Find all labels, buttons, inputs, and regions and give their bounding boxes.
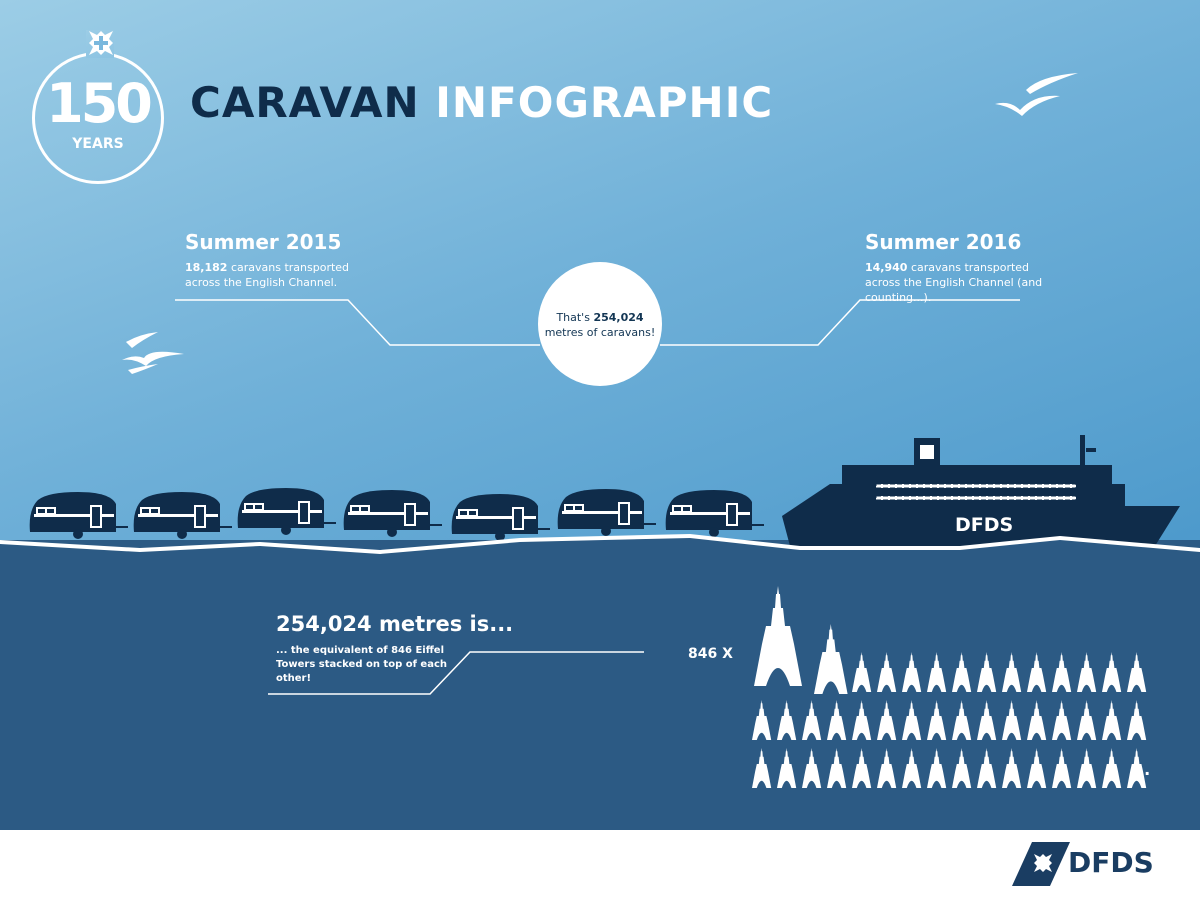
- summer-2016-count: 14,940: [865, 261, 908, 274]
- seagull-icon: [995, 73, 1078, 116]
- towers-ellipsis: ...: [1132, 760, 1151, 779]
- eiffel-tower-icon: [1027, 748, 1047, 788]
- badge-label: YEARS: [72, 136, 124, 152]
- summer-2016-text: 14,940 caravans transported across the E…: [865, 260, 1065, 305]
- eiffel-tower-icon: [902, 652, 922, 692]
- eiffel-tower-icon: [827, 748, 847, 788]
- eiffel-tower-icon: [902, 748, 922, 788]
- ship-icon: [782, 435, 1180, 546]
- caravan-icon: [451, 494, 550, 541]
- dfds-logo-icon: [1012, 842, 1070, 886]
- eiffel-tower-icon: [754, 586, 802, 686]
- sea-background: [0, 540, 1200, 830]
- eiffel-tower-icon: [777, 700, 797, 740]
- eiffel-tower-icon: [1077, 652, 1097, 692]
- eiffel-tower-icon: [802, 748, 822, 788]
- eiffel-tower-icon: [1052, 652, 1072, 692]
- ship-name: DFDS: [955, 514, 1014, 536]
- eiffel-tower-icon: [852, 652, 872, 692]
- total-text: That's 254,024 metres of caravans!: [538, 310, 662, 340]
- eiffel-tower-icon: [902, 700, 922, 740]
- eiffel-tower-icon: [952, 652, 972, 692]
- eiffel-tower-icon: [814, 624, 848, 694]
- eiffel-tower-icon: [927, 748, 947, 788]
- eiffel-tower-icon: [1102, 652, 1122, 692]
- eiffel-tower-icon: [1052, 700, 1072, 740]
- eiffel-tower-icon: [852, 700, 872, 740]
- caravan-icon: [237, 488, 336, 535]
- eiffel-tower-icon: [977, 700, 997, 740]
- eiffel-tower-icon: [877, 652, 897, 692]
- footer: [0, 830, 1200, 900]
- eiffel-tower-icon: [752, 700, 772, 740]
- summer-2015-block: Summer 2015 18,182 caravans transported …: [185, 230, 385, 290]
- summer-2015-count: 18,182: [185, 261, 228, 274]
- eiffel-tower-icon: [977, 652, 997, 692]
- summer-2016-desc: caravans transported across the English …: [865, 261, 1043, 304]
- total-value: 254,024: [593, 311, 644, 324]
- eiffel-tower-icon: [1127, 700, 1147, 740]
- title-part-caravan: CARAVAN: [190, 78, 436, 127]
- badge-number: 150: [46, 72, 153, 135]
- caravan-icon: [133, 492, 232, 539]
- title-part-infographic: INFOGRAPHIC: [435, 78, 774, 127]
- summer-2016-block: Summer 2016 14,940 caravans transported …: [865, 230, 1065, 305]
- summer-2015-heading: Summer 2015: [185, 230, 342, 254]
- caravan-icon: [29, 492, 129, 539]
- total-prefix: That's: [556, 311, 594, 324]
- eiffel-tower-icon: [1102, 700, 1122, 740]
- total-circle: [538, 262, 662, 386]
- eiffel-tower-icon: [1102, 748, 1122, 788]
- eiffel-tower-grid: [752, 586, 1147, 788]
- eiffel-tower-icon: [777, 748, 797, 788]
- eiffel-tower-icon: [1002, 748, 1022, 788]
- caravan-scene: [0, 435, 1200, 570]
- eiffel-tower-icon: [877, 700, 897, 740]
- eiffel-tower-icon: [952, 700, 972, 740]
- eiffel-tower-icon: [977, 748, 997, 788]
- logo-text: DFDS: [1068, 846, 1154, 879]
- page-title: CARAVAN INFOGRAPHIC: [190, 78, 773, 138]
- caravan-icon: [557, 489, 656, 536]
- eiffel-tower-icon: [877, 748, 897, 788]
- eiffel-tower-icon: [1127, 652, 1147, 692]
- equivalent-text: ... the equivalent of 846 Eiffel Towers …: [276, 645, 448, 684]
- summer-2016-heading: Summer 2016: [865, 230, 1022, 254]
- eiffel-tower-icon: [1027, 700, 1047, 740]
- connector-lines: [268, 651, 644, 695]
- eiffel-tower-icon: [952, 748, 972, 788]
- eiffel-tower-icon: [752, 748, 772, 788]
- eiffel-tower-icon: [927, 700, 947, 740]
- eiffel-tower-icon: [852, 748, 872, 788]
- equivalent-heading: 254,024 metres is...: [276, 612, 514, 636]
- eiffel-tower-icon: [827, 700, 847, 740]
- eiffel-tower-icon: [1002, 700, 1022, 740]
- multiplier-label: 846 X: [688, 646, 733, 662]
- eiffel-tower-icon: [1052, 748, 1072, 788]
- equivalent-block: 254,024 metres is... ... the equivalent …: [276, 612, 513, 686]
- summer-2015-text: 18,182 caravans transported across the E…: [185, 260, 385, 290]
- total-suffix: metres of caravans!: [544, 326, 656, 339]
- eiffel-tower-icon: [1077, 748, 1097, 788]
- summer-2015-desc: caravans transported across the English …: [185, 261, 350, 289]
- cross-icon: [89, 31, 113, 55]
- eiffel-tower-icon: [1002, 652, 1022, 692]
- seagull-icon: [122, 332, 184, 374]
- eiffel-tower-icon: [1027, 652, 1047, 692]
- eiffel-tower-icon: [802, 700, 822, 740]
- caravan-icon: [665, 490, 764, 537]
- caravan-icon: [343, 490, 442, 537]
- eiffel-tower-icon: [1077, 700, 1097, 740]
- eiffel-tower-icon: [927, 652, 947, 692]
